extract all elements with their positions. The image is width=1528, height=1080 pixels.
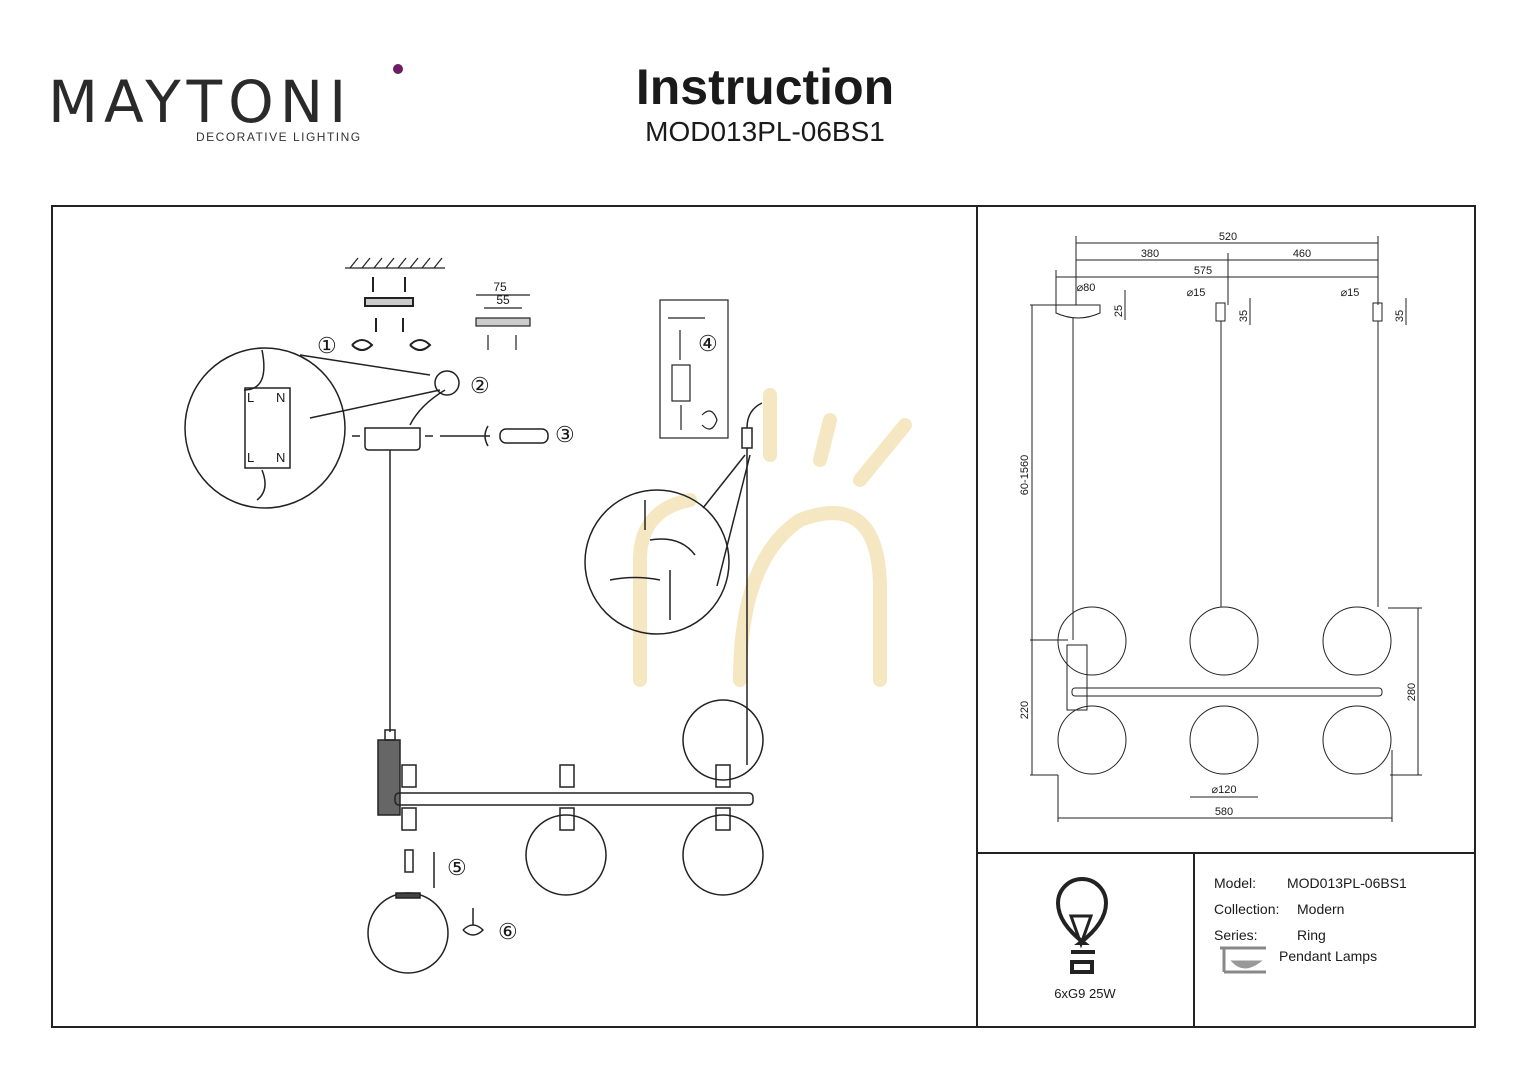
dim-canopy-height: 25 xyxy=(1113,305,1125,317)
dim-width-total: 520 xyxy=(1219,231,1237,243)
bracket-inner-dim: 55 xyxy=(496,293,510,307)
ceiling-hatch xyxy=(345,257,445,269)
dim-suspension: 60-1560 xyxy=(1019,455,1031,495)
step-6-number: ⑥ xyxy=(498,919,518,944)
dim-left-span: 380 xyxy=(1141,248,1159,260)
dim-body-height-right: 280 xyxy=(1406,683,1418,701)
instruction-frame xyxy=(51,205,1476,1028)
model-number: MOD013PL-06BS1 xyxy=(645,116,885,147)
dim-canopy-span: 575 xyxy=(1194,265,1212,277)
bracket-dimension-drawing xyxy=(475,294,531,350)
page-title: Instruction xyxy=(635,59,895,115)
dim-small-canopy-height-1: 35 xyxy=(1238,310,1250,322)
brand-name: MAYTONI xyxy=(48,68,353,136)
step-4-number: ④ xyxy=(698,331,718,356)
model-label: Model: xyxy=(1214,875,1257,891)
step-5-number: ⑤ xyxy=(447,855,467,880)
dim-canopy-diameter: ⌀80 xyxy=(1077,282,1096,294)
screwdriver-icon xyxy=(440,425,549,447)
brand-logo: MAYTONI DECORATIVE LIGHTING xyxy=(48,60,403,150)
dim-small-canopy-height-2: 35 xyxy=(1394,310,1406,322)
watermark xyxy=(633,388,912,687)
step-3-number: ③ xyxy=(555,422,575,447)
wiring-n-top: N xyxy=(276,390,285,405)
mounting-bracket-icon xyxy=(351,277,432,351)
light-bulb-icon xyxy=(1055,877,1109,974)
step-2-number: ② xyxy=(470,373,490,398)
pendant-lamp-icon xyxy=(1220,946,1266,974)
brand-tagline: DECORATIVE LIGHTING xyxy=(196,130,362,144)
wiring-l-top: L xyxy=(247,390,254,405)
dim-right-span: 460 xyxy=(1293,248,1311,260)
cable-grip-zoom xyxy=(584,402,763,765)
wiring-n-bottom: N xyxy=(276,450,285,465)
model-value: MOD013PL-06BS1 xyxy=(1287,875,1407,891)
dim-body-width: 580 xyxy=(1215,806,1233,818)
brand-dot xyxy=(393,64,403,74)
technical-drawing xyxy=(1030,236,1422,822)
series-value: Ring xyxy=(1297,927,1326,943)
dim-small-canopy-diameter-2: ⌀15 xyxy=(1341,287,1360,299)
assembly-body xyxy=(367,699,764,974)
wiring-terminal-zoom xyxy=(184,347,460,509)
step-1-number: ① xyxy=(317,333,337,358)
collection-value: Modern xyxy=(1297,901,1345,917)
bulb-spec: 6xG9 25W xyxy=(1054,986,1116,1001)
bracket-outer-dim: 75 xyxy=(493,280,507,294)
dim-small-canopy-diameter-1: ⌀15 xyxy=(1187,287,1206,299)
type-value: Pendant Lamps xyxy=(1279,948,1378,964)
dim-body-height-left: 220 xyxy=(1019,701,1031,719)
dim-shade-diameter: ⌀120 xyxy=(1212,784,1237,796)
canopy-drawing xyxy=(352,389,446,732)
series-label: Series: xyxy=(1214,927,1258,943)
collection-label: Collection: xyxy=(1214,901,1280,917)
cable-adjust-panel xyxy=(659,299,729,439)
wiring-l-bottom: L xyxy=(247,450,254,465)
